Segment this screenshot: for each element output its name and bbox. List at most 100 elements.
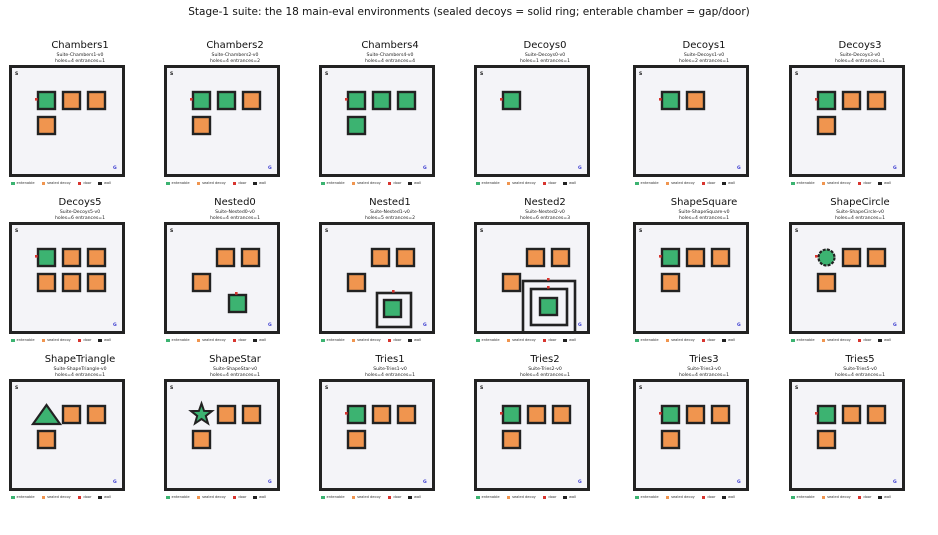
sealed-decoy xyxy=(61,90,82,111)
enterable-swatch xyxy=(476,181,480,186)
sealed-decoy-swatch xyxy=(506,495,511,500)
goal-label: G xyxy=(423,165,427,171)
enterable-swatch xyxy=(11,181,15,186)
panel-meta: holes=4 entrances=1 xyxy=(209,372,261,378)
panel-title: ShapeStar xyxy=(209,354,261,365)
panel-title: Decoys1 xyxy=(682,40,726,51)
legend-label: door xyxy=(393,338,402,342)
sealed-decoy-swatch xyxy=(665,495,670,500)
sealed-decoy xyxy=(241,404,262,425)
door-swatch xyxy=(77,338,82,343)
door-cell xyxy=(815,412,818,415)
sealed-decoy xyxy=(86,247,107,268)
legend-label: entenable xyxy=(326,495,345,499)
sealed-decoy xyxy=(216,404,237,425)
sealed-decoy xyxy=(61,247,82,268)
sealed-decoy xyxy=(86,272,107,293)
legend-item: wall xyxy=(408,495,421,500)
door-swatch xyxy=(701,181,706,186)
panel-title: Nested1 xyxy=(369,197,411,208)
sealed-decoy xyxy=(346,272,367,293)
sealed-decoy xyxy=(395,247,416,268)
legend-label: wall xyxy=(727,181,736,185)
board-cells: SG xyxy=(15,71,117,171)
legend-item: wall xyxy=(878,338,891,343)
goal-label: G xyxy=(423,479,427,485)
legend-label: sealed decoy xyxy=(47,495,71,499)
board-cells: SG xyxy=(480,228,582,331)
legend-item: entenable xyxy=(11,181,35,186)
door-cell xyxy=(392,290,395,293)
legend-label: entenable xyxy=(171,181,190,185)
legend-item: sealed decoy xyxy=(821,181,851,186)
board-cells: SG xyxy=(480,71,582,171)
door-swatch xyxy=(542,181,547,186)
sealed-decoy xyxy=(526,404,547,425)
goal-label: G xyxy=(113,322,117,328)
enterable-chamber xyxy=(346,115,367,136)
board-cells: SG xyxy=(795,385,897,485)
legend-item: sealed decoy xyxy=(506,338,536,343)
enterable-chamber xyxy=(660,90,681,111)
board-cells: SG xyxy=(170,385,272,485)
legend-item: wall xyxy=(722,495,735,500)
legend-item: sealed decoy xyxy=(196,495,226,500)
panel-suite-id: Suite-Tries5-v0 xyxy=(843,367,877,372)
door-cell xyxy=(35,98,38,101)
door-swatch xyxy=(387,338,392,343)
door-swatch xyxy=(542,338,547,343)
enterable-swatch xyxy=(635,181,639,186)
sealed-decoy xyxy=(86,90,107,111)
door-cell xyxy=(547,286,550,289)
start-label: S xyxy=(170,71,173,77)
legend-item: entenable xyxy=(166,338,190,343)
legend-item: wall xyxy=(563,338,576,343)
legend-item: entenable xyxy=(476,495,500,500)
goal-label: G xyxy=(893,165,897,171)
legend-label: sealed decoy xyxy=(827,495,851,499)
legend-label: sealed decoy xyxy=(512,495,536,499)
legend-item: sealed decoy xyxy=(196,338,226,343)
enterable-swatch xyxy=(635,495,639,500)
door-swatch xyxy=(857,338,862,343)
legend-item: entenable xyxy=(321,181,345,186)
sealed-decoy-swatch xyxy=(196,495,201,500)
legend-label: wall xyxy=(103,495,112,499)
start-label: S xyxy=(795,71,798,77)
wall-swatch xyxy=(563,181,567,186)
start-label: S xyxy=(170,228,173,234)
legend-label: sealed decoy xyxy=(202,338,226,342)
legend-label: sealed decoy xyxy=(202,181,226,185)
sealed-decoy xyxy=(685,90,706,111)
legend-label: sealed decoy xyxy=(357,181,381,185)
sealed-decoy xyxy=(370,247,391,268)
start-label: S xyxy=(639,385,642,391)
sealed-decoy xyxy=(191,115,212,136)
board-cells: SG xyxy=(325,385,427,485)
enterable-swatch xyxy=(321,495,325,500)
nested-ring-wall xyxy=(375,291,413,329)
panel-title: Chambers1 xyxy=(51,40,109,51)
sealed-decoy xyxy=(685,404,706,425)
legend-item: wall xyxy=(722,181,735,186)
enterable-chamber xyxy=(816,404,837,425)
legend-label: entenable xyxy=(640,181,659,185)
sealed-decoy xyxy=(816,115,837,136)
board-cells: SG xyxy=(639,228,741,328)
sealed-decoy-swatch xyxy=(41,181,46,186)
legend-item: door xyxy=(857,181,871,186)
legend-item: sealed decoy xyxy=(506,495,536,500)
